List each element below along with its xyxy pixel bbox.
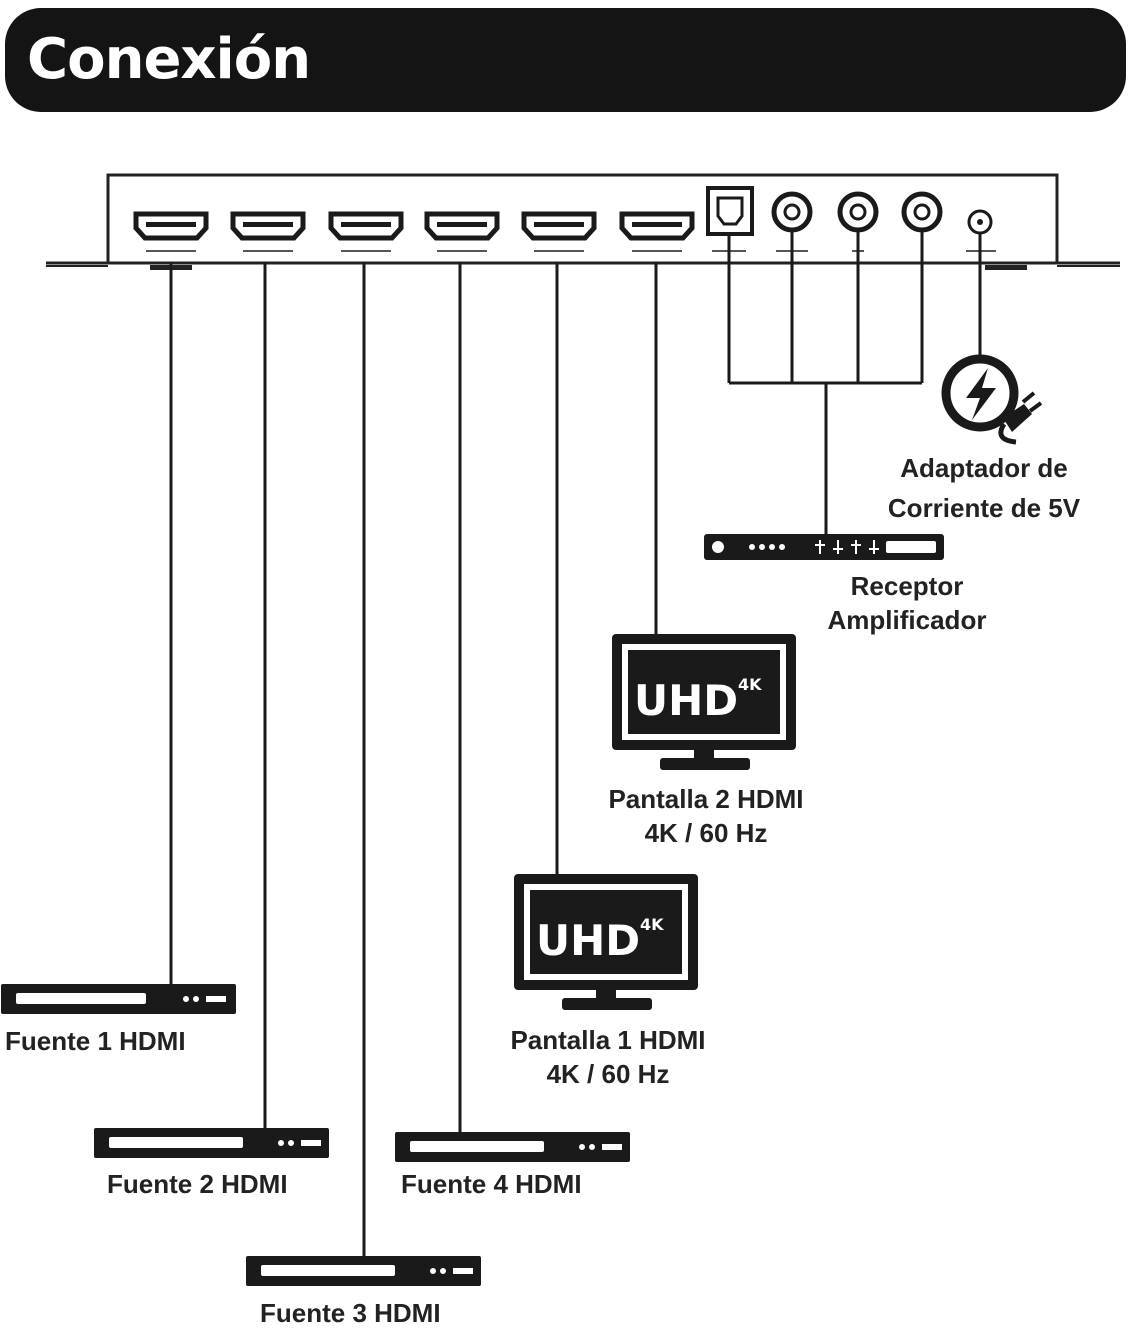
source-2-label: Fuente 2 HDMI (107, 1169, 288, 1199)
display-2-label-name: Pantalla 2 HDMI (608, 784, 804, 814)
uhd-badge-4k: 4K (640, 915, 664, 934)
power-plug-icon (941, 354, 1043, 445)
source-1-label: Fuente 1 HDMI (5, 1026, 186, 1056)
hdmi-port-icon (424, 211, 500, 252)
hdmi-port-icon (521, 211, 597, 252)
source-player-icon (395, 1132, 630, 1162)
uhd-badge-4k: 4K (738, 675, 762, 694)
power-label-line1: Adaptador de (900, 453, 1068, 483)
av-receiver-icon (704, 534, 944, 560)
display-1-label-name: Pantalla 1 HDMI (510, 1025, 706, 1055)
source-3-label: Fuente 3 HDMI (260, 1298, 441, 1328)
page-title: Conexión (27, 27, 311, 92)
hdmi-port-icon (619, 211, 695, 252)
rca-jack-icon (901, 191, 943, 233)
source-player-icon (94, 1128, 329, 1158)
hdmi-port-icon (328, 211, 404, 252)
receiver-label-line1: Receptor (850, 571, 964, 601)
cables (169, 230, 982, 1256)
power-label: Adaptador de Corriente de 5V (858, 448, 1110, 528)
uhd-badge: UHD (536, 916, 640, 965)
header-bar: Conexión (5, 8, 1126, 112)
source-player-icon (1, 984, 236, 1014)
uhd-tv-icon: UHD 4K (514, 874, 698, 1010)
display-1-label: Pantalla 1 HDMI 4K / 60 Hz (476, 1023, 740, 1091)
hdmi-port-icon (133, 211, 209, 252)
source-player-icon (246, 1256, 481, 1286)
power-label-line2: Corriente de 5V (887, 493, 1081, 523)
receiver-label: Receptor Amplificador (792, 569, 1022, 637)
receiver-label-line2: Amplificador (827, 605, 987, 635)
hdmi-port-icon (230, 211, 306, 252)
display-1-label-spec: 4K / 60 Hz (546, 1059, 670, 1089)
display-2-label: Pantalla 2 HDMI 4K / 60 Hz (574, 782, 838, 850)
source-4-label: Fuente 4 HDMI (401, 1169, 582, 1199)
uhd-badge: UHD (634, 676, 738, 725)
uhd-tv-icon: UHD 4K (612, 634, 796, 770)
display-2-label-spec: 4K / 60 Hz (644, 818, 768, 848)
